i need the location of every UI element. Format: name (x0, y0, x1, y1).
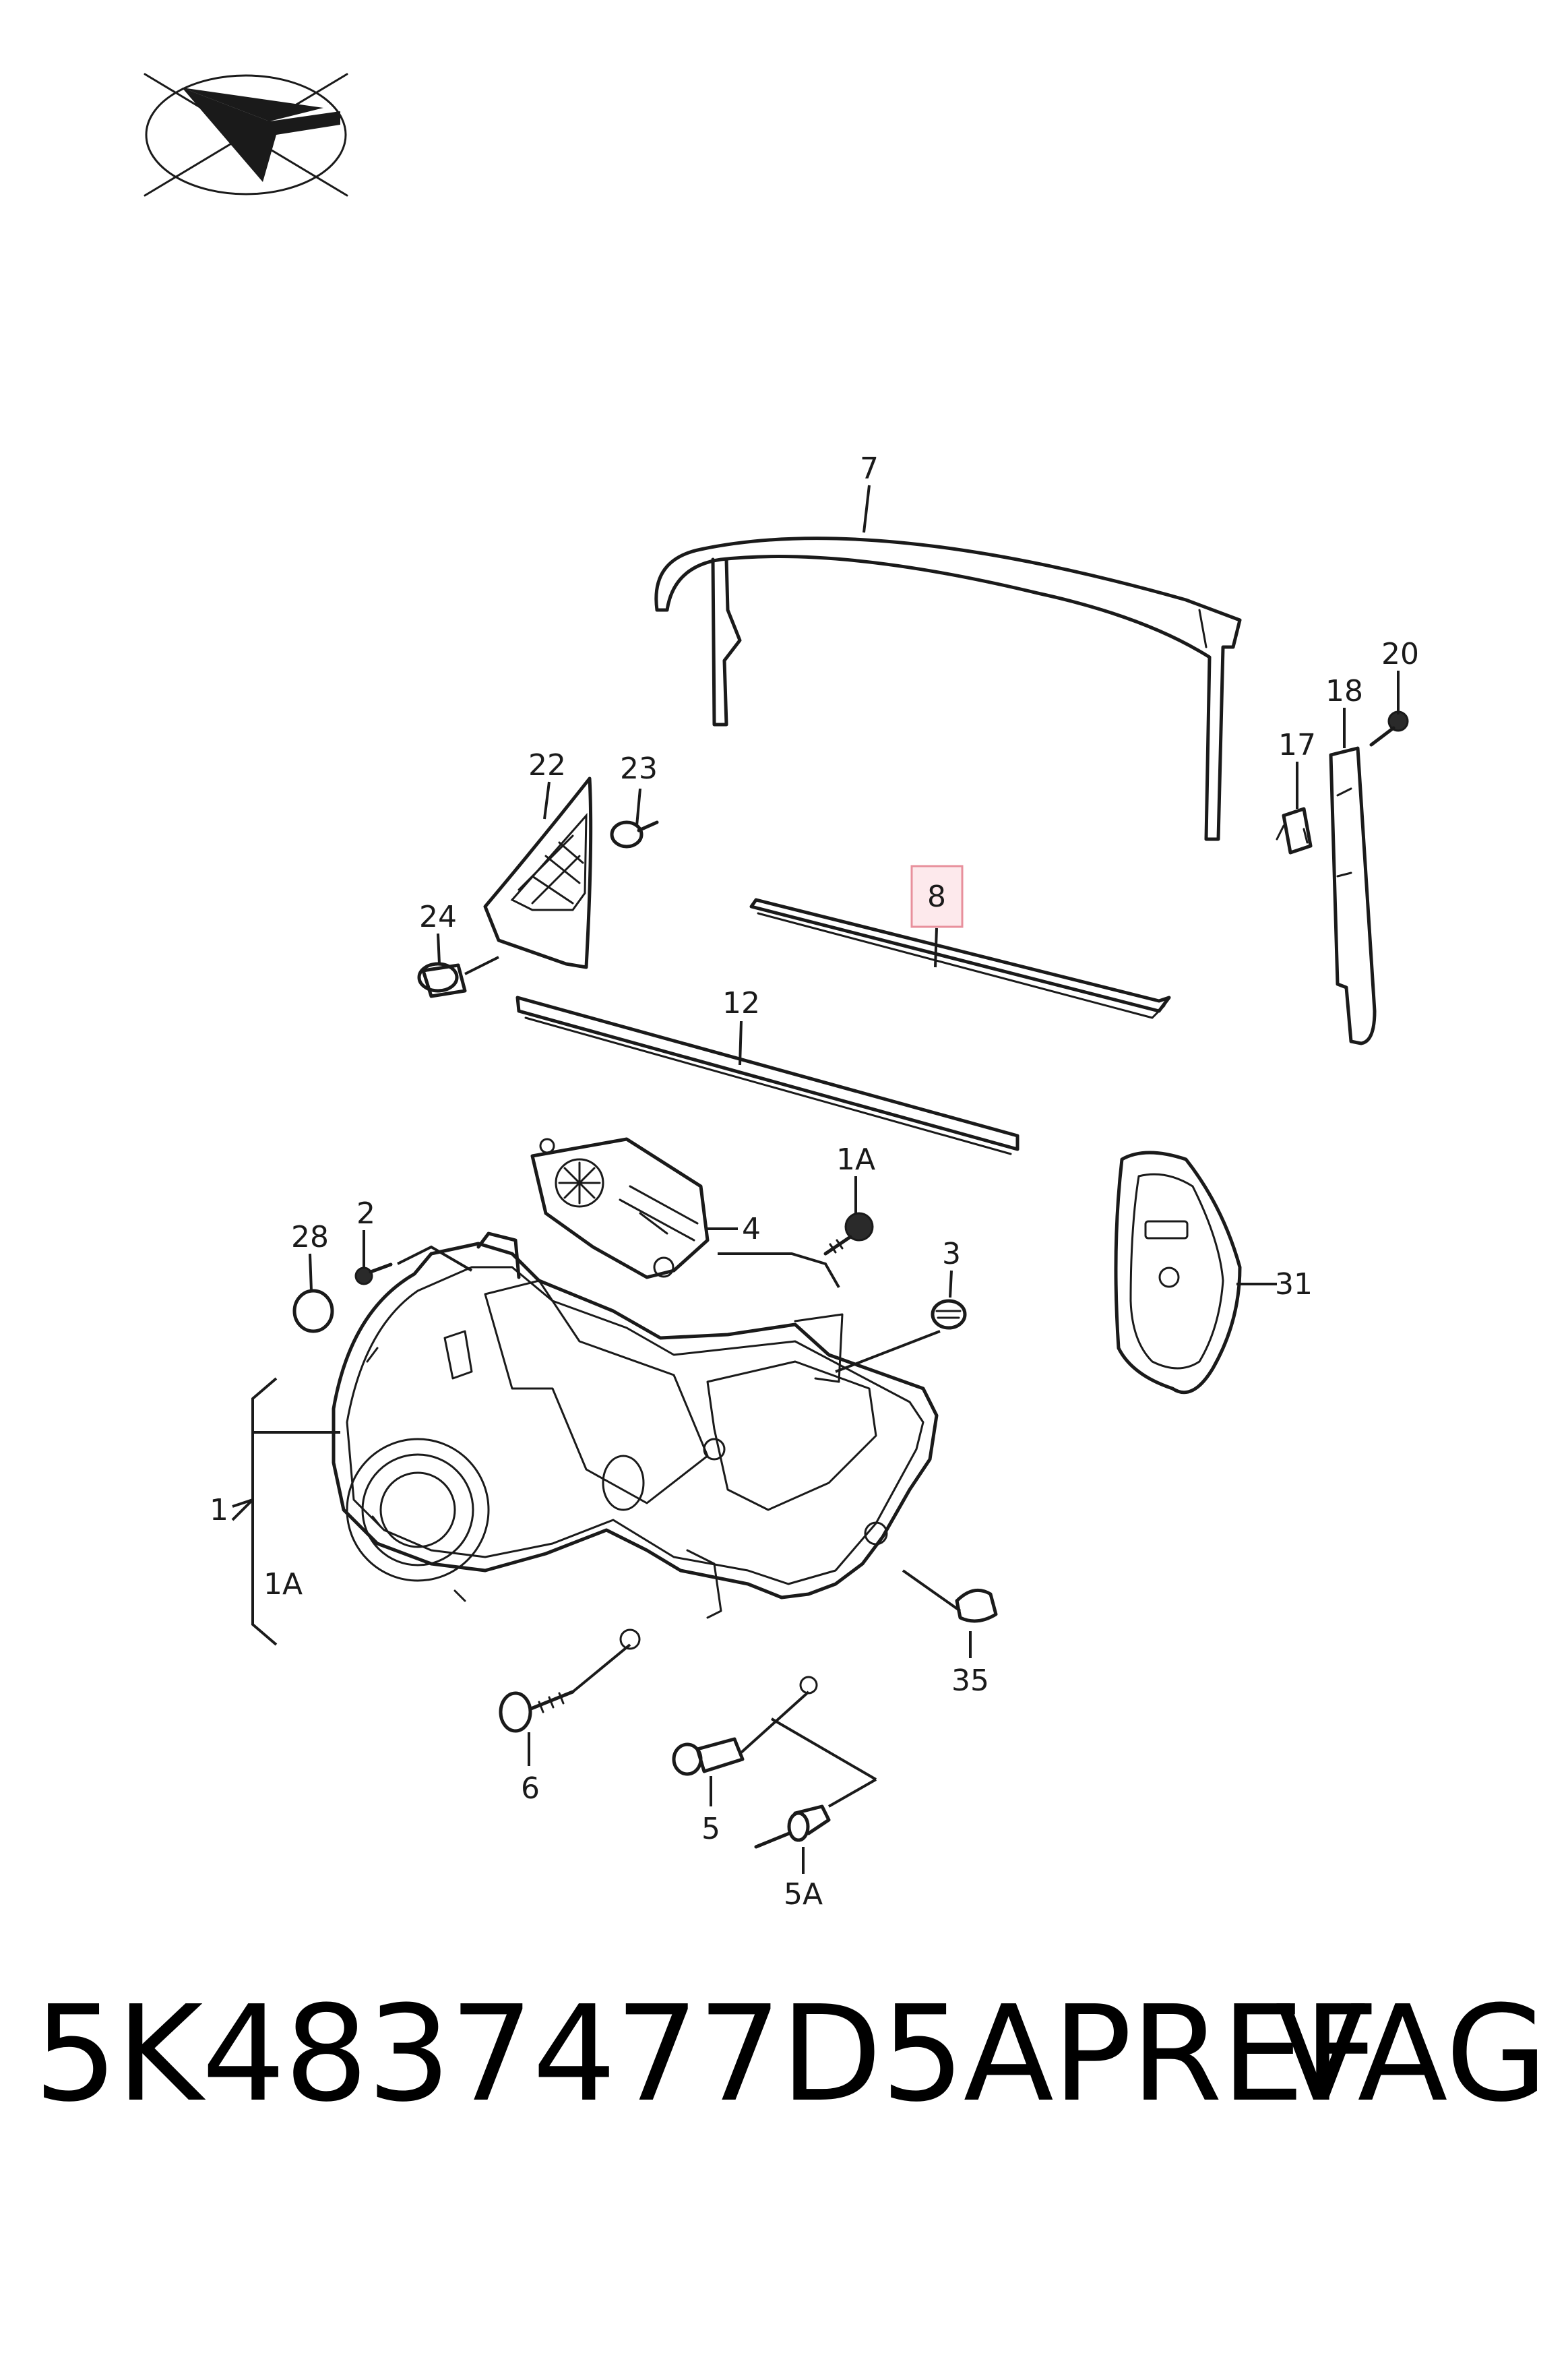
callout-1A-side[interactable]: 1A (263, 1567, 303, 1602)
part-28-cap[interactable] (292, 1289, 334, 1333)
callout-3[interactable]: 3 (942, 1237, 961, 1271)
part-3-grommet[interactable] (931, 1299, 967, 1330)
callout-1A-top[interactable]: 1A (836, 1142, 875, 1177)
part-5-clip[interactable] (672, 1737, 745, 1776)
callout-20[interactable]: 20 (1381, 637, 1419, 671)
part-23-clip[interactable] (610, 820, 659, 849)
part-8-window-seal-inner[interactable] (749, 898, 1171, 1019)
callout-18[interactable]: 18 (1325, 674, 1363, 708)
callout-17[interactable]: 17 (1278, 728, 1316, 762)
part-12-window-seal-outer[interactable] (515, 996, 1020, 1155)
part-number-label: 5K4837477D5APREF (34, 1978, 1379, 2131)
part-4-window-motor[interactable] (530, 1137, 710, 1279)
part-1-door-module-carrier[interactable] (332, 1231, 939, 1695)
part-7-window-frame[interactable] (654, 537, 1242, 841)
callout-35[interactable]: 35 (951, 1664, 989, 1698)
callout-6[interactable]: 6 (521, 1771, 540, 1806)
part-5A-rivet[interactable] (754, 1804, 831, 1849)
leader-lines (231, 485, 1400, 1874)
brand-label: VAG (1275, 1978, 1548, 2131)
callout-28[interactable]: 28 (291, 1220, 329, 1254)
callout-31[interactable]: 31 (1275, 1267, 1313, 1302)
callout-12[interactable]: 12 (722, 986, 760, 1020)
callout-24[interactable]: 24 (419, 900, 457, 934)
callout-22[interactable]: 22 (528, 748, 566, 783)
callout-labels: 7 20 18 17 22 23 8 24 12 1A 4 28 2 3 31 … (210, 452, 1419, 1912)
part-31-cover[interactable] (1114, 1151, 1242, 1395)
callout-4[interactable]: 4 (742, 1212, 761, 1246)
part-18-pillar-trim[interactable] (1329, 746, 1377, 1045)
callout-5[interactable]: 5 (701, 1812, 720, 1846)
part-20-screw[interactable] (1369, 710, 1409, 747)
callout-5A[interactable]: 5A (784, 1877, 823, 1912)
callout-2[interactable]: 2 (356, 1196, 375, 1231)
part-35-plug[interactable] (955, 1588, 998, 1623)
brand-logo-icon (144, 73, 348, 197)
callout-23[interactable]: 23 (620, 752, 658, 786)
part-24-clip[interactable] (417, 962, 467, 998)
part-2-screw[interactable] (354, 1262, 393, 1285)
callout-8[interactable]: 8 (927, 880, 946, 914)
callout-1[interactable]: 1 (210, 1493, 228, 1527)
part-1A-screw[interactable] (823, 1212, 874, 1256)
part-22-mirror-trim[interactable] (483, 776, 593, 969)
callout-7[interactable]: 7 (860, 452, 879, 486)
callout-8-highlight (910, 865, 964, 928)
part-17-clip[interactable] (1276, 807, 1313, 855)
part-6-screw[interactable] (499, 1690, 575, 1733)
